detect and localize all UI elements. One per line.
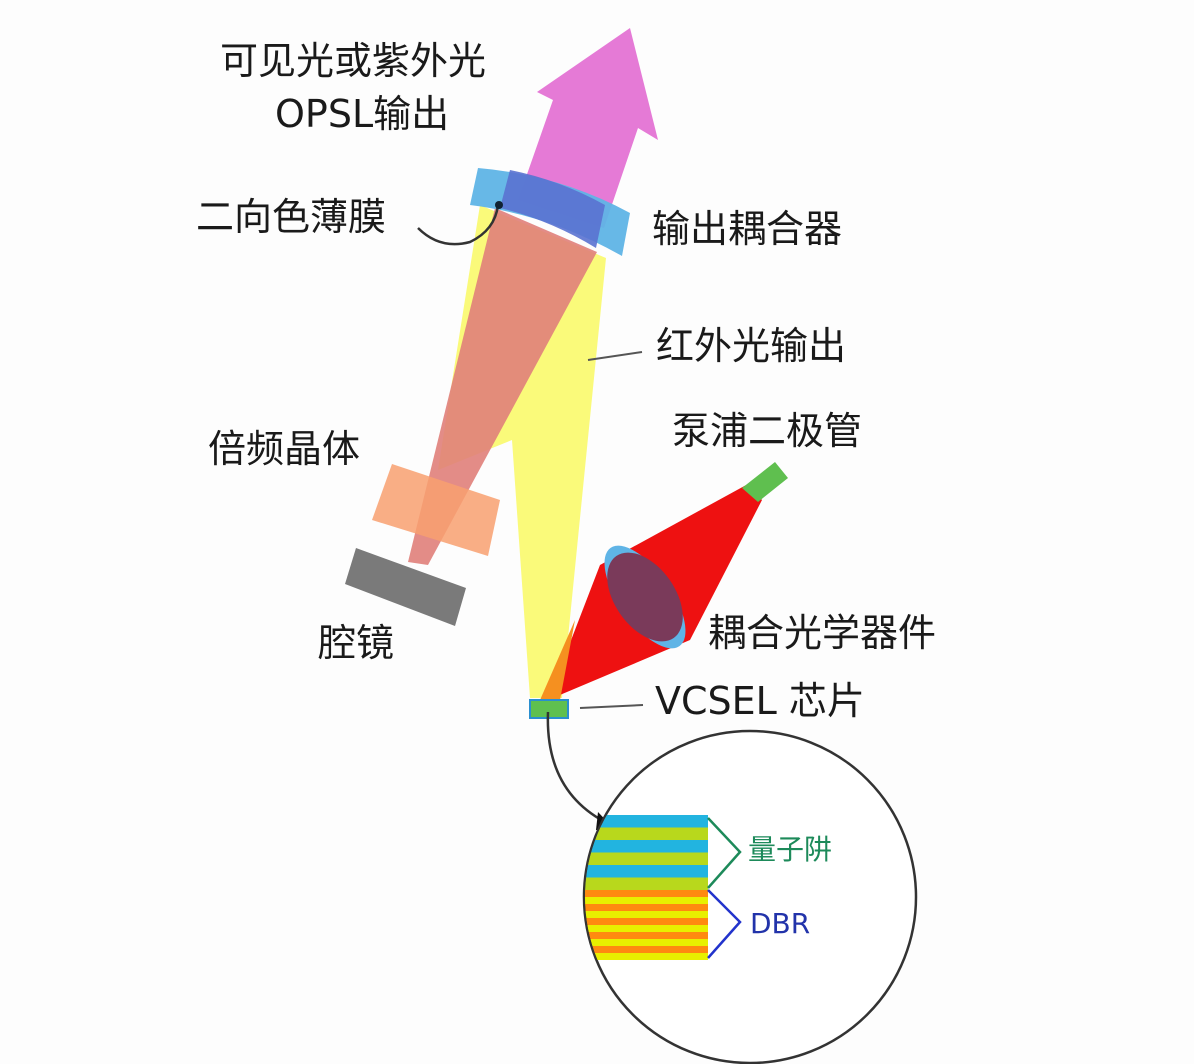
vcsel-label: VCSEL 芯片	[655, 679, 865, 723]
pump-orange	[540, 620, 575, 700]
coupler-label: 输出耦合器	[652, 207, 843, 251]
pump-diode-label: 泵浦二极管	[672, 409, 863, 453]
zoom-arrow-curve	[546, 711, 606, 824]
quantum-well-layer	[585, 865, 708, 878]
crystal-label: 倍频晶体	[208, 427, 361, 471]
dbr-bracket	[707, 889, 742, 959]
output-beam-arrow	[518, 28, 658, 228]
mirror-label: 腔镜	[318, 621, 395, 665]
dbr-layer	[585, 946, 708, 953]
dbr-layer	[585, 932, 708, 939]
dichroic-label: 二向色薄膜	[196, 195, 387, 239]
layer-stack	[585, 815, 708, 960]
dbr-layer	[585, 953, 708, 960]
pump-diode-fiber	[742, 462, 788, 502]
quantum-well-label: 量子阱	[748, 833, 833, 866]
quantum-well-layer	[585, 815, 708, 828]
quantum-well-layer	[585, 840, 708, 853]
dbr-layer	[585, 925, 708, 932]
dbr-layer	[585, 890, 708, 897]
inset-circle	[582, 729, 918, 1064]
dichroic-dot	[495, 201, 503, 209]
quantum-well-bracket	[707, 817, 742, 889]
coupling-optics-label: 耦合光学器件	[708, 611, 937, 655]
vcsel-leader	[579, 704, 644, 709]
doubling-crystal	[372, 464, 500, 556]
quantum-well-layer	[585, 852, 708, 865]
ir-leader	[587, 351, 643, 361]
ir-output-label: 红外光输出	[656, 324, 847, 368]
output-label-line2: OPSL输出	[275, 92, 450, 136]
dbr-layer	[585, 911, 708, 918]
dichroic-leader	[417, 204, 500, 246]
dbr-layer	[585, 918, 708, 925]
dbr-layer	[585, 897, 708, 904]
coupler-overlap	[500, 170, 605, 248]
cavity-beam	[408, 208, 597, 565]
dbr-layer	[585, 904, 708, 911]
coupling-lens	[607, 552, 683, 642]
quantum-well-layer	[585, 877, 708, 890]
quantum-well-layer	[585, 827, 708, 840]
cavity-mirror	[345, 548, 466, 626]
dbr-label: DBR	[750, 907, 811, 940]
output-label-line1: 可见光或紫外光	[220, 39, 487, 83]
dbr-layer	[585, 939, 708, 946]
